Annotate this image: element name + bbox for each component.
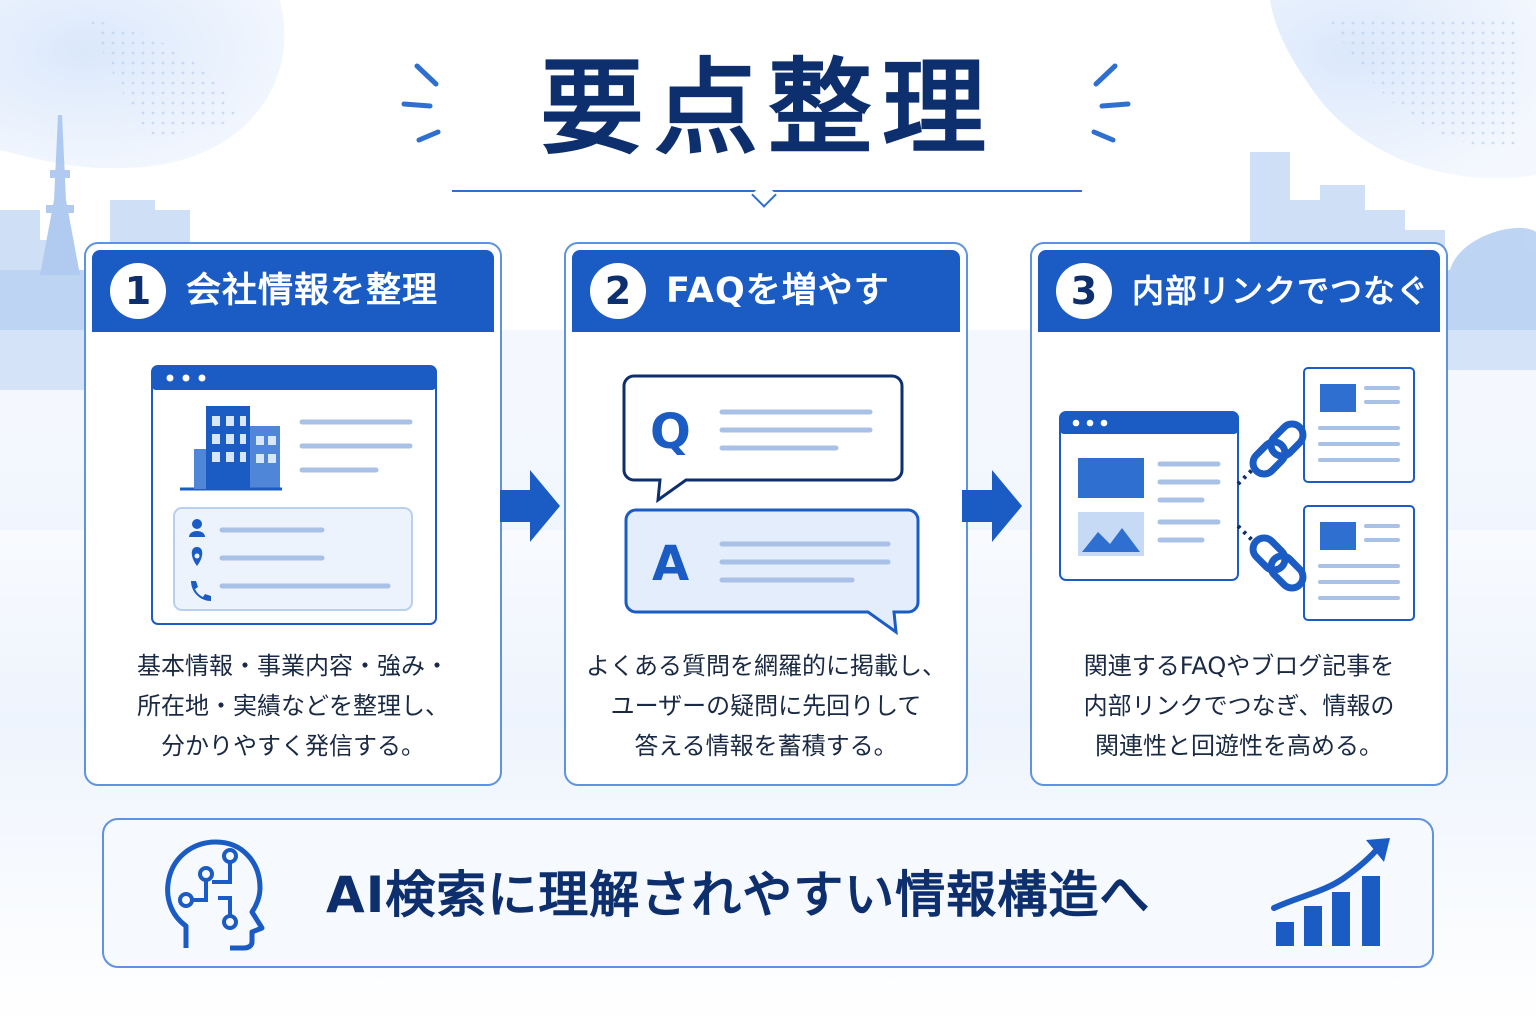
step-card-header: 2 FAQを増やす <box>572 250 960 332</box>
step-number: 2 <box>590 263 646 319</box>
page-title: 要点整理 <box>539 47 996 169</box>
step-description: 関連するFAQやブログ記事を 内部リンクでつなぎ、情報の 関連性と回遊性を高める… <box>1083 652 1395 760</box>
phone-icon <box>191 581 211 601</box>
chat-bubble-icon: Q <box>622 374 904 504</box>
step-card-3: 3 内部リンクでつなぐ <box>1030 242 1448 786</box>
chat-bubble-icon: A <box>624 508 920 636</box>
svg-text:A: A <box>652 536 689 592</box>
step-description: よくある質問を網羅的に掲載し、 ユーザーの疑問に先回りして 答える情報を蓄積する… <box>586 652 946 760</box>
step-number: 1 <box>110 263 166 319</box>
banner-text: AI検索に理解されやすい情報構造へ <box>326 866 1151 924</box>
growth-chart-icon <box>1271 838 1390 946</box>
step-title: 会社情報を整理 <box>186 271 439 311</box>
ai-head-icon <box>165 839 265 951</box>
step-card-2: 2 FAQを増やす Q A よくある質問を網羅的に掲載し、 ユーザーの疑問に先回… <box>564 242 968 786</box>
faq-illustration: Q A <box>622 374 920 636</box>
title-sparks <box>401 63 1131 143</box>
svg-text:Q: Q <box>650 404 691 460</box>
step-card-header: 1 会社情報を整理 <box>92 250 494 332</box>
step-title: 内部リンクでつなぐ <box>1132 272 1430 310</box>
internal-link-illustration <box>1059 367 1415 621</box>
chain-link-icon <box>1249 420 1307 478</box>
person-icon <box>192 519 202 529</box>
building-icon <box>180 406 282 491</box>
arrow-right-icon <box>962 470 1022 542</box>
company-info-illustration <box>151 365 437 625</box>
step-card-header: 3 内部リンクでつなぐ <box>1038 250 1440 332</box>
summary-banner: AI検索に理解されやすい情報構造へ <box>102 818 1434 968</box>
arrow-right-icon <box>500 470 560 542</box>
step-description: 基本情報・事業内容・強み・ 所在地・実績などを整理し、 分かりやすく発信する。 <box>137 652 449 760</box>
step-title: FAQを増やす <box>666 271 890 311</box>
chain-link-icon <box>1249 534 1307 592</box>
step-number: 3 <box>1056 263 1112 319</box>
step-card-1: 1 会社情報を整理 <box>84 242 502 786</box>
